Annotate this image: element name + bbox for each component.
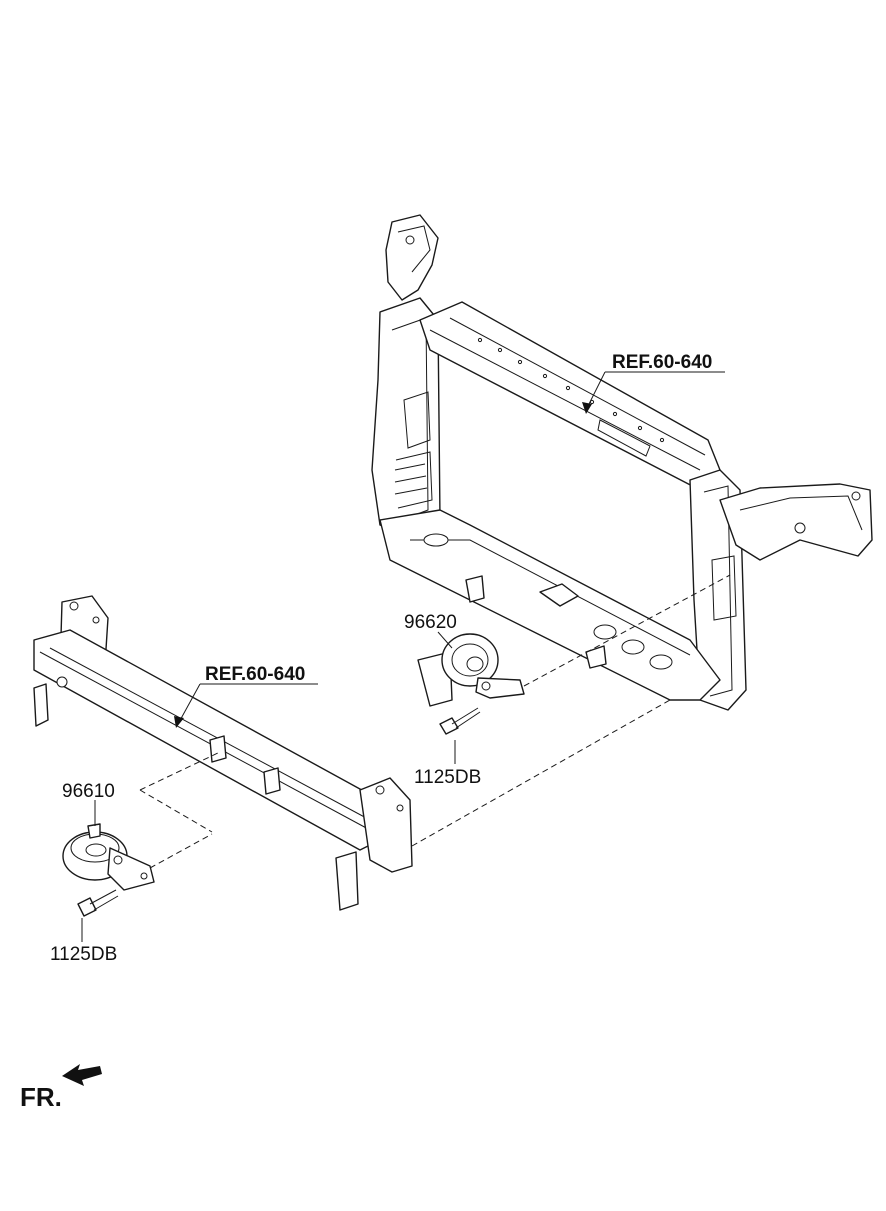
part-number-1125db-upper: 1125DB (414, 767, 481, 788)
ref-label-lower: REF.60-640 (205, 664, 305, 685)
part-number-96620: 96620 (404, 612, 457, 633)
front-bumper-beam (33, 595, 413, 911)
leader-lines (81, 371, 725, 942)
arrow-down-left-icon (62, 1064, 102, 1086)
assembly-dashed-lines (139, 574, 731, 869)
part-number-96610: 96610 (62, 781, 115, 802)
part-number-1125db-lower: 1125DB (50, 944, 117, 965)
bolt-1125db-upper (439, 707, 481, 735)
front-indicator-label: FR. (20, 1082, 62, 1112)
horn-low-pitch (62, 823, 155, 891)
ref-label-upper: REF.60-640 (612, 352, 712, 373)
horn-high-pitch (417, 633, 525, 707)
radiator-support-frame (371, 214, 873, 711)
bolt-1125db-lower (77, 889, 119, 917)
